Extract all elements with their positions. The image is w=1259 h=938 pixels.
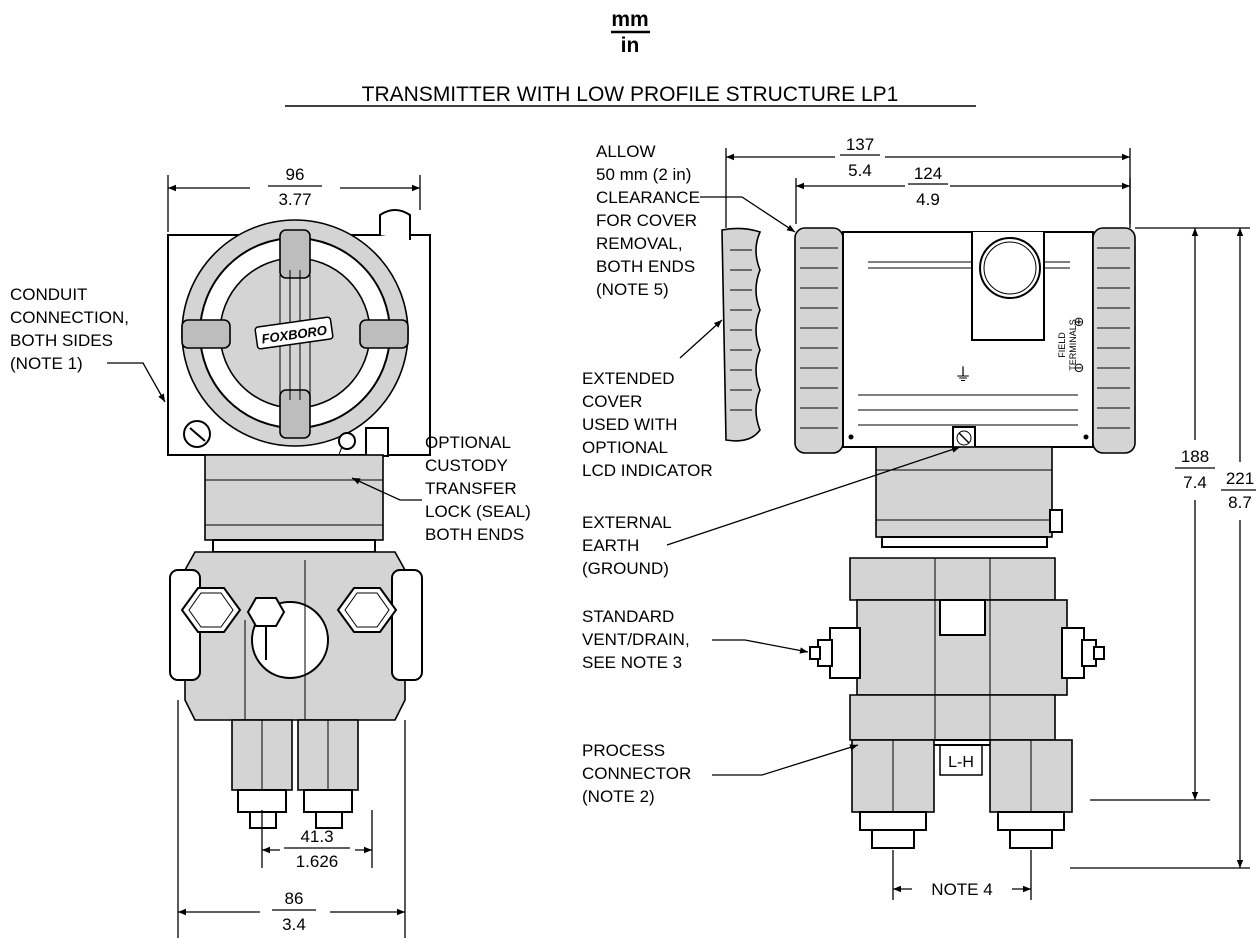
vent-hex-center	[246, 597, 286, 627]
callout-custody: OPTIONAL CUSTODY TRANSFER LOCK (SEAL) BO…	[351, 433, 531, 544]
vent-drain-left	[829, 627, 861, 679]
svg-text:REMOVAL,: REMOVAL,	[596, 234, 683, 253]
svg-text:BOTH ENDS: BOTH ENDS	[596, 257, 695, 276]
svg-text:USED WITH: USED WITH	[582, 415, 677, 434]
svg-text:CONNECTOR: CONNECTOR	[582, 764, 691, 783]
svg-text:(NOTE 2): (NOTE 2)	[582, 787, 655, 806]
svg-text:(NOTE 5): (NOTE 5)	[596, 280, 669, 299]
dim-41-mm: 41.3	[300, 827, 333, 846]
dim-188-in: 7.4	[1183, 473, 1207, 492]
svg-text:COVER: COVER	[582, 392, 642, 411]
side-housing-body	[842, 231, 1094, 448]
svg-text:BOTH SIDES: BOTH SIDES	[10, 331, 113, 350]
callout-allow: ALLOW 50 mm (2 in) CLEARANCE FOR COVER R…	[596, 142, 796, 299]
front-neck	[204, 454, 384, 541]
dim-221-mm: 221	[1226, 469, 1254, 488]
svg-text:EXTERNAL: EXTERNAL	[582, 513, 672, 532]
l-h-label-box	[939, 744, 983, 776]
svg-text:CONDUIT: CONDUIT	[10, 285, 87, 304]
svg-text:VENT/DRAIN,: VENT/DRAIN,	[582, 630, 690, 649]
dim-137-mm: 137	[846, 135, 874, 154]
dim-137-in: 5.4	[848, 161, 872, 180]
svg-text:(NOTE 1): (NOTE 1)	[10, 354, 83, 373]
dim-124-mm: 124	[914, 164, 942, 183]
callout-process: PROCESS CONNECTOR (NOTE 2)	[582, 741, 859, 806]
svg-text:PROCESS: PROCESS	[582, 741, 665, 760]
callout-conduit: CONDUIT CONNECTION, BOTH SIDES (NOTE 1)	[10, 285, 166, 403]
svg-text:ALLOW: ALLOW	[596, 142, 656, 161]
unit-in: in	[621, 34, 640, 57]
svg-text:CUSTODY: CUSTODY	[425, 456, 508, 475]
callout-earth: EXTERNAL EARTH (GROUND)	[582, 446, 961, 578]
side-view: FIELD TERMINALS ⊕ ⊖ ⏚	[582, 135, 1256, 900]
svg-text:OPTIONAL: OPTIONAL	[425, 433, 511, 452]
minus-terminal-icon: ⊖	[1074, 360, 1085, 375]
side-right-cover	[1092, 227, 1136, 454]
field-terminals-label: FIELD	[1057, 332, 1067, 358]
svg-text:LCD INDICATOR: LCD INDICATOR	[582, 461, 713, 480]
plus-terminal-icon: ⊕	[1074, 314, 1085, 329]
side-neck	[875, 446, 1053, 538]
dim-188-mm: 188	[1181, 447, 1209, 466]
dim-96-in: 3.77	[278, 190, 311, 209]
note4-label: NOTE 4	[931, 880, 992, 899]
svg-text:FOR COVER: FOR COVER	[596, 211, 697, 230]
svg-text:TRANSFER: TRANSFER	[425, 479, 517, 498]
svg-text:CONNECTION,: CONNECTION,	[10, 308, 129, 327]
callout-vent: STANDARD VENT/DRAIN, SEE NOTE 3	[582, 607, 809, 672]
ground-symbol-icon: ⏚	[954, 365, 972, 385]
side-sensor-upper	[849, 557, 1056, 601]
seal-screw-icon	[338, 432, 356, 450]
svg-text:SEE NOTE 3: SEE NOTE 3	[582, 653, 682, 672]
svg-text:TERMINALS: TERMINALS	[1068, 319, 1078, 371]
front-view: FOXBORO	[10, 165, 531, 938]
foxboro-logo	[254, 316, 334, 350]
side-left-cover	[794, 227, 844, 454]
svg-text:STANDARD: STANDARD	[582, 607, 674, 626]
unit-mm: mm	[611, 8, 648, 31]
dim-124-in: 4.9	[916, 190, 940, 209]
dim-41-in: 1.626	[296, 852, 339, 871]
dim-96-mm: 96	[286, 165, 305, 184]
l-h-label: L-H	[948, 754, 974, 771]
dim-86-mm: 86	[285, 889, 304, 908]
dim-86-in: 3.4	[282, 915, 306, 934]
extended-cover	[721, 227, 762, 442]
svg-text:CLEARANCE: CLEARANCE	[596, 188, 700, 207]
svg-text:OPTIONAL: OPTIONAL	[582, 438, 668, 457]
dim-221-in: 8.7	[1228, 493, 1252, 512]
callout-extended: EXTENDED COVER USED WITH OPTIONAL LCD IN…	[582, 319, 723, 480]
svg-text:EXTENDED: EXTENDED	[582, 369, 675, 388]
page-title: TRANSMITTER WITH LOW PROFILE STRUCTURE L…	[362, 83, 899, 106]
vent-drain-right	[1061, 627, 1085, 679]
svg-text:EARTH: EARTH	[582, 536, 639, 555]
svg-text:BOTH ENDS: BOTH ENDS	[425, 525, 524, 544]
svg-text:50 mm (2 in): 50 mm (2 in)	[596, 165, 691, 184]
svg-text:(GROUND): (GROUND)	[582, 559, 669, 578]
svg-text:LOCK (SEAL): LOCK (SEAL)	[425, 502, 531, 521]
conduit-opening	[979, 237, 1041, 299]
